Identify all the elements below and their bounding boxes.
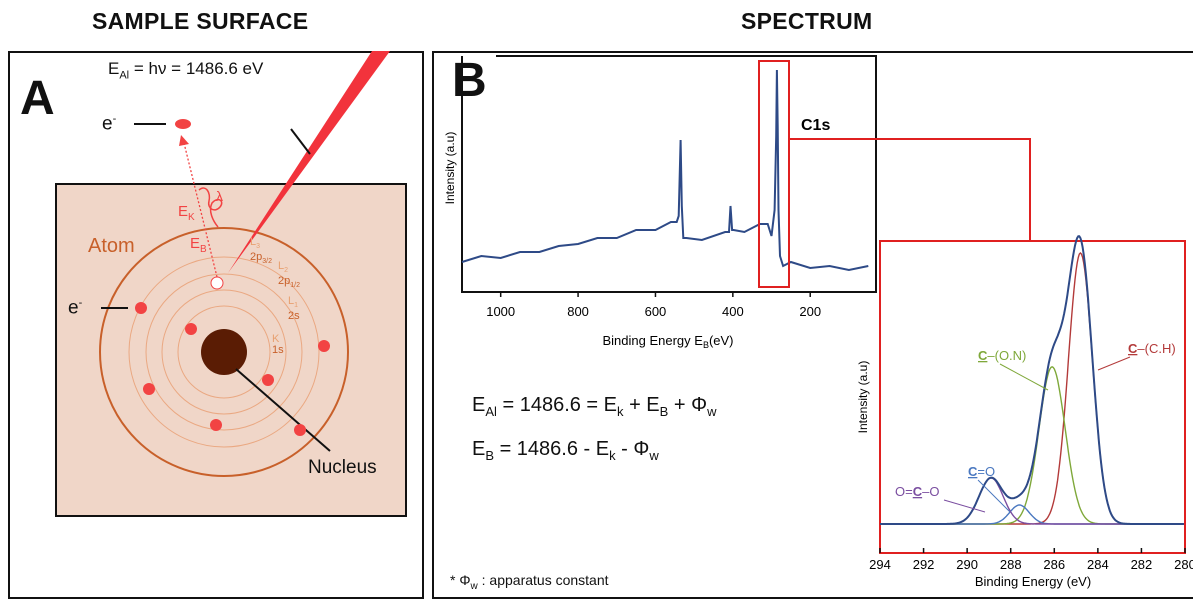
survey-plot-frame [461, 55, 877, 293]
shell-l2 [145, 273, 303, 431]
shell-label-l2: L2 2p1/2 [278, 260, 300, 290]
survey-spectrum-line [461, 69, 869, 272]
arrow-head-icon [179, 135, 189, 146]
photoelectron-label: e- [102, 113, 117, 135]
shell-l3 [128, 256, 320, 448]
wave-icon [198, 187, 223, 228]
c1s-y-label: Intensity (a.u) [856, 361, 870, 434]
panel-a-letter: A [20, 72, 55, 125]
c1s-tick-label: 292 [913, 557, 935, 572]
envelope-curve [880, 235, 1184, 525]
survey-tick-label: 600 [645, 304, 667, 319]
panel-a: A EAl = hν = 1486.6 eV e- e- EK λ EB Ato… [8, 51, 424, 599]
c1s-connector [789, 138, 1031, 241]
shell-label-l3: L3 2p3/2 [250, 236, 272, 266]
kinetic-energy-label: EK [178, 203, 195, 223]
c1s-label: C1s [801, 117, 830, 134]
electron [262, 374, 274, 386]
electron [318, 340, 330, 352]
c1s-tick-label: 286 [1043, 557, 1065, 572]
footnote: * Φw : apparatus constant [450, 572, 609, 592]
c1s-tick-label: 290 [956, 557, 978, 572]
c1s-x-label: Binding Energy (eV) [975, 574, 1091, 589]
panel-b-letter: B [452, 54, 487, 107]
survey-tick-label: 200 [799, 304, 821, 319]
electron [185, 323, 197, 335]
photoelectron [175, 119, 191, 129]
electron [210, 419, 222, 431]
bound-electron-label: e- [68, 297, 83, 319]
photoelectron-path [183, 142, 218, 278]
survey-x-label: Binding Energy EB(eV) [602, 333, 733, 350]
photon-energy-label: EAl = hν = 1486.6 eV [108, 59, 264, 82]
survey-y-label: Intensity (a.u) [443, 132, 457, 205]
label-c-o: C=O [968, 464, 995, 479]
binding-energy-label: EB [190, 235, 207, 255]
atom-diagram [55, 51, 407, 517]
survey-tick-label: 1000 [486, 304, 515, 319]
c1s-tick-label: 280 [1174, 557, 1193, 572]
label-c-on: C–(O.N) [978, 348, 1026, 363]
atom-outer-shell [99, 227, 349, 477]
nucleus [201, 329, 247, 375]
pointer-c-o [977, 479, 1011, 513]
beam-pointer [290, 128, 311, 155]
equation-2: EB = 1486.6 - Ek - Φw [472, 438, 659, 463]
c1s-tick-label: 294 [869, 557, 891, 572]
c1s-curves [880, 235, 1184, 525]
electron [143, 383, 155, 395]
pointer-c-on [999, 363, 1049, 391]
pointer-c-ch [1097, 356, 1131, 371]
c1s-tick-label: 282 [1131, 557, 1153, 572]
c1s-highlight-box [758, 60, 790, 288]
electron [294, 424, 306, 436]
electron [135, 302, 147, 314]
c1s-tick-label: 288 [1000, 557, 1022, 572]
nucleus-label: Nucleus [308, 457, 377, 478]
label-c-ch: C–(C.H) [1128, 341, 1176, 356]
shell-label-l1: L1 2s [288, 295, 300, 323]
shell-k [177, 305, 271, 399]
pointer-o-c-o [943, 499, 986, 513]
label-o-c-o: O=C–O [895, 484, 939, 499]
survey-x-axis: 1000 800 600 400 200 [486, 292, 821, 319]
shell-l1 [161, 289, 287, 415]
right-heading: SPECTRUM [741, 8, 873, 34]
atom-label: Atom [88, 235, 135, 257]
c1s-plot-frame [879, 240, 1186, 554]
equation-1: EAl = 1486.6 = Ek + EB + Φw [472, 394, 717, 419]
left-heading: SAMPLE SURFACE [92, 8, 309, 34]
survey-tick-label: 800 [567, 304, 589, 319]
nucleus-pointer [235, 368, 331, 452]
survey-tick-label: 400 [722, 304, 744, 319]
x-ray-beam [228, 51, 390, 273]
wavelength-label: λ [216, 188, 223, 204]
c1s-x-axis: 294 292 290 288 286 284 282 280 [869, 548, 1193, 572]
shell-label-k: K 1s [272, 333, 284, 356]
c1s-tick-label: 284 [1087, 557, 1109, 572]
